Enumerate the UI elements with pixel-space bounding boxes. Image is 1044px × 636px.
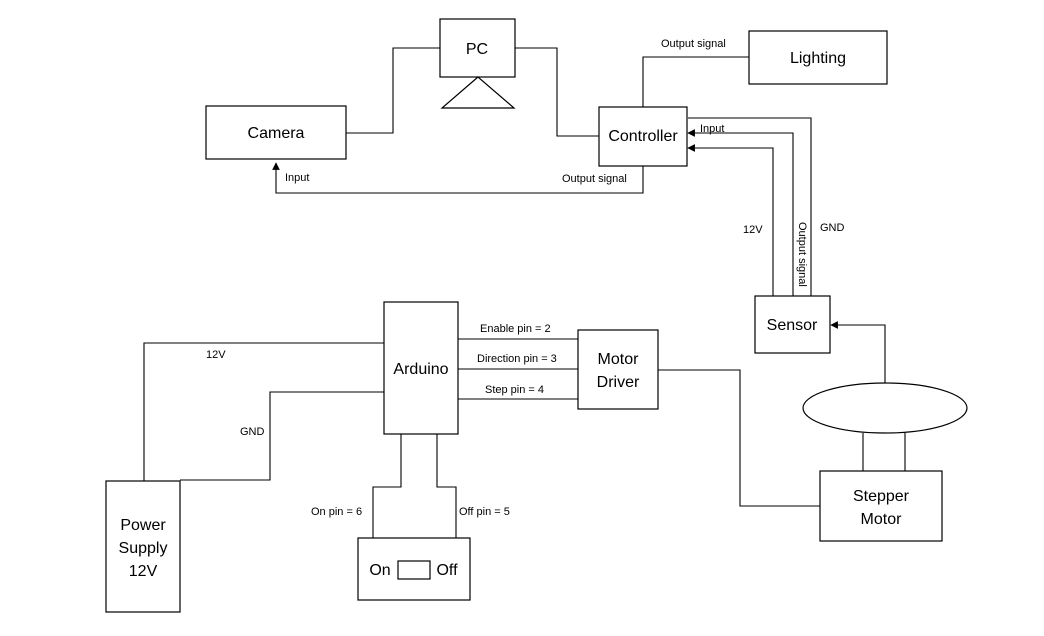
stepper-motor-label-line2: Motor — [861, 511, 903, 528]
enable-pin-label: Enable pin = 2 — [480, 323, 551, 335]
stepper-motor-label-line1: Stepper — [853, 488, 910, 505]
supply-gnd-label: GND — [240, 426, 265, 438]
wire-disc-sensor — [830, 321, 886, 383]
motor-driver-label-line2: Driver — [597, 374, 640, 391]
switch-toggle — [397, 560, 431, 580]
motor-driver-label-line1: Motor — [598, 351, 640, 368]
controller-to-lighting-label: Output signal — [661, 38, 726, 50]
wire-controller-lighting — [642, 56, 749, 107]
power-supply-label-line1: Power — [120, 517, 166, 534]
wire-supply-gnd — [180, 391, 384, 481]
arduino-block: Arduino — [383, 301, 459, 435]
power-supply-label-line3: 12V — [129, 563, 158, 580]
arduino-label: Arduino — [393, 361, 448, 378]
sensor-output-signal-label: Output signal — [796, 222, 808, 287]
pc-block: PC — [439, 18, 516, 109]
wire-supply-12v — [143, 342, 384, 481]
encoder-disc — [802, 382, 968, 434]
sensor-label: Sensor — [767, 317, 818, 334]
wire-off-pin — [436, 434, 457, 538]
wire-camera-pc — [346, 47, 440, 134]
wire-sensor-gnd — [688, 117, 812, 296]
pc-stand — [440, 76, 516, 109]
controller-to-camera-label: Output signal — [562, 173, 627, 185]
wire-sensor-output-signal — [687, 129, 794, 296]
stepper-motor-block: Stepper Motor — [819, 470, 943, 542]
off-pin-label: Off pin = 5 — [459, 506, 510, 518]
lighting-block: Lighting — [748, 30, 888, 85]
lighting-label: Lighting — [790, 50, 846, 67]
supply-12v-label: 12V — [206, 349, 226, 361]
motor-driver-block: Motor Driver — [577, 329, 659, 410]
pc-label: PC — [466, 41, 488, 58]
on-off-switch-block: On Off — [357, 537, 471, 601]
camera-block: Camera — [205, 105, 347, 160]
controller-input-label: Input — [700, 123, 724, 135]
wire-driver-stepper — [658, 369, 820, 507]
controller-block: Controller — [598, 106, 688, 167]
sensor-gnd-label: GND — [820, 222, 845, 234]
camera-label: Camera — [248, 125, 305, 142]
sensor-block: Sensor — [754, 295, 831, 354]
wire-controller-camera-input — [272, 162, 644, 194]
direction-pin-label: Direction pin = 3 — [477, 353, 557, 365]
sensor-12v-label: 12V — [743, 224, 763, 236]
controller-label: Controller — [608, 128, 678, 145]
power-supply-label-line2: Supply — [119, 540, 168, 557]
wire-pc-controller — [515, 47, 599, 137]
on-pin-label: On pin = 6 — [311, 506, 362, 518]
step-pin-label: Step pin = 4 — [485, 384, 544, 396]
wire-sensor-12v — [687, 144, 774, 296]
camera-input-label: Input — [285, 172, 309, 184]
power-supply-block: Power Supply 12V — [105, 480, 181, 613]
switch-off-label: Off — [436, 562, 458, 579]
wire-on-pin — [372, 434, 402, 538]
switch-on-label: On — [369, 562, 390, 579]
